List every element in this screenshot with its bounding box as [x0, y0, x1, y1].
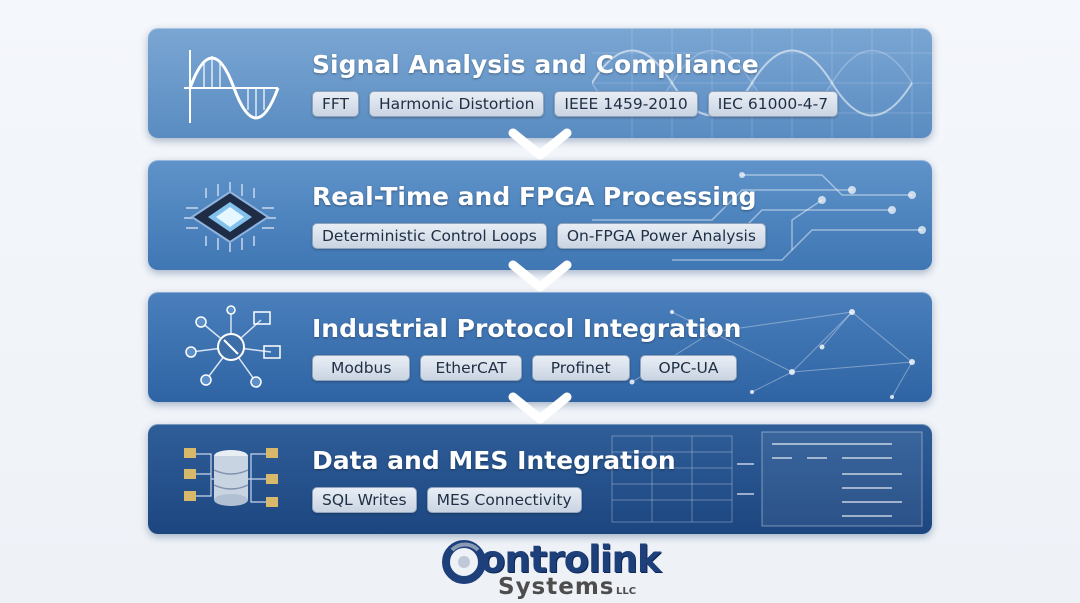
tag-harmonic-distortion: Harmonic Distortion [369, 91, 545, 117]
stage-title: Data and MES Integration [312, 446, 676, 475]
stage-signal-analysis: Signal Analysis and Compliance FFT Harmo… [148, 28, 932, 138]
database-icon [184, 448, 278, 507]
tag-list: Modbus EtherCAT Profinet OPC-UA [312, 355, 738, 381]
tag-ethercat: EtherCAT [420, 355, 522, 381]
tag-ieee-1459: IEEE 1459-2010 [554, 91, 698, 117]
tag-list: Deterministic Control Loops On-FPGA Powe… [312, 223, 766, 249]
sine-wave-icon [184, 50, 280, 123]
chevron-down-icon [508, 128, 572, 160]
circuit-trace-decoration [592, 172, 926, 261]
chevron-down-icon [508, 392, 572, 424]
logo-subtitle: Systems [498, 574, 615, 600]
tag-list: FFT Harmonic Distortion IEEE 1459-2010 I… [312, 91, 839, 117]
stage-title: Industrial Protocol Integration [312, 314, 742, 343]
tag-sql-writes: SQL Writes [312, 487, 417, 513]
tag-list: SQL Writes MES Connectivity [312, 487, 582, 513]
data-table-decoration [611, 431, 923, 527]
tag-fft: FFT [312, 91, 360, 117]
stage-fpga-processing: Real-Time and FPGA Processing Determinis… [148, 160, 932, 270]
tag-opc-ua: OPC-UA [639, 355, 738, 381]
stage-mes-integration: Data and MES Integration SQL Writes MES … [148, 424, 932, 534]
network-mesh-decoration [629, 309, 915, 399]
fpga-chip-icon [184, 182, 276, 252]
tag-mes-connectivity: MES Connectivity [426, 487, 582, 513]
tag-modbus: Modbus [312, 355, 411, 381]
logo-c-mark-icon [442, 540, 486, 584]
tag-deterministic-control: Deterministic Control Loops [312, 223, 547, 249]
tag-profinet: Profinet [531, 355, 630, 381]
logo-wordmark: ontrolink [480, 538, 661, 581]
tag-iec-61000: IEC 61000-4-7 [707, 91, 839, 117]
network-hub-icon [185, 305, 281, 388]
stage-title: Real-Time and FPGA Processing [312, 182, 757, 211]
controlink-logo: ontrolink Systems LLC [440, 536, 661, 602]
stage-protocol-integration: Industrial Protocol Integration Modbus E… [148, 292, 932, 402]
tag-on-fpga-power: On-FPGA Power Analysis [556, 223, 766, 249]
logo-suffix: LLC [616, 586, 637, 597]
stage-title: Signal Analysis and Compliance [312, 50, 759, 79]
waveform-grid-decoration [592, 28, 932, 138]
chevron-down-icon [508, 260, 572, 292]
